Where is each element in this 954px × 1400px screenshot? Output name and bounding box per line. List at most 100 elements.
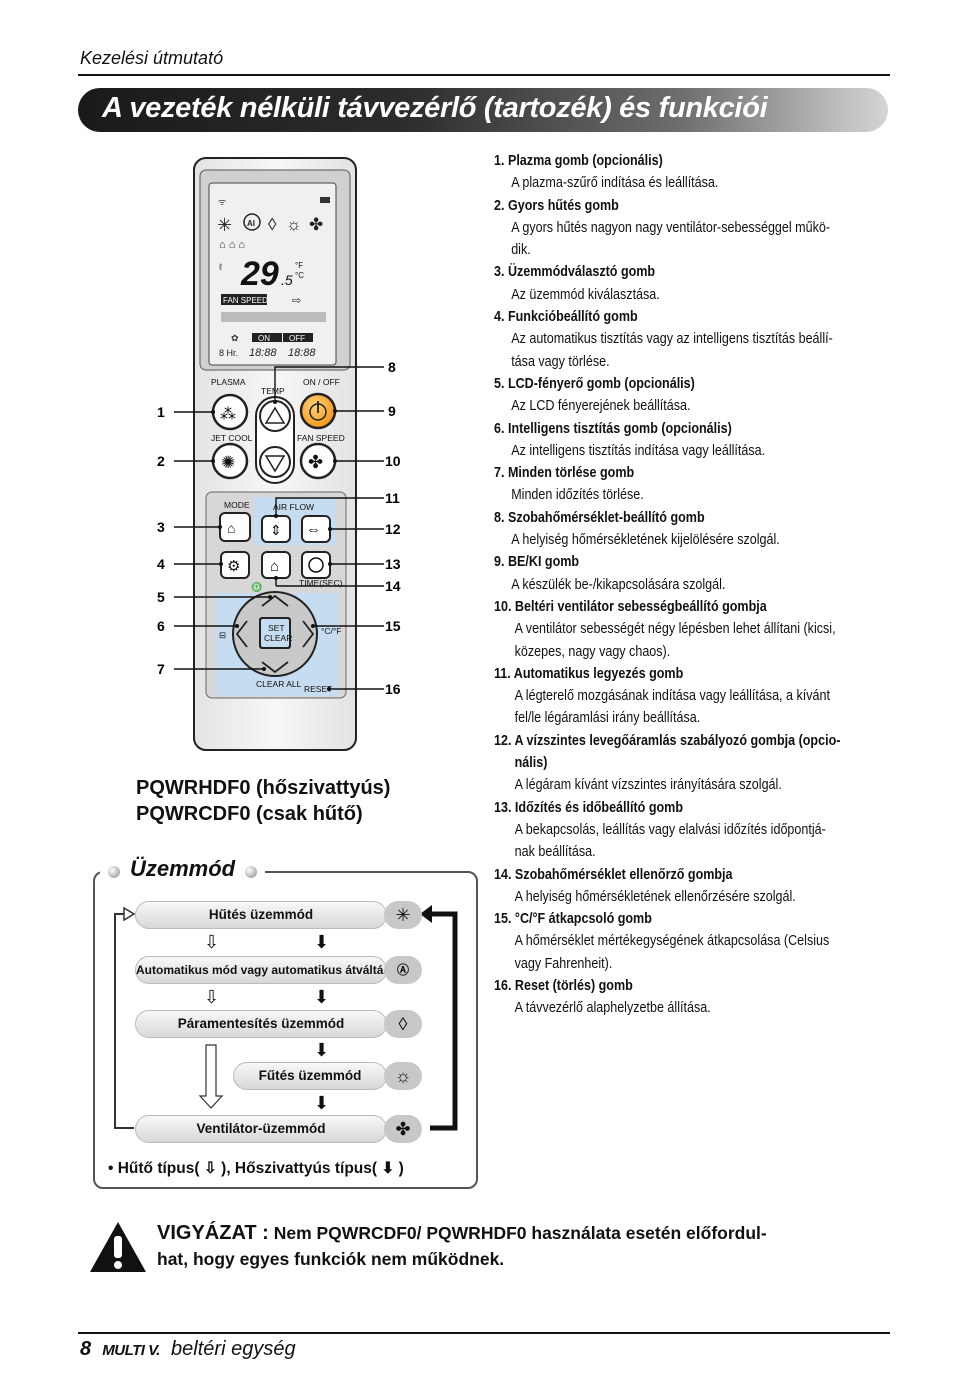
top-rule	[78, 74, 890, 76]
svg-text:FAN SPEED: FAN SPEED	[223, 296, 268, 305]
svg-text:✳: ✳	[217, 215, 232, 235]
timer-button[interactable]	[301, 551, 331, 579]
svg-text:AIR FLOW: AIR FLOW	[273, 502, 314, 512]
bottom-rule	[78, 1332, 890, 1334]
function-item-description: A plazma-szűrő indítása és leállítása.	[511, 175, 719, 192]
svg-text:ON / OFF: ON / OFF	[303, 377, 340, 387]
callout-9: 9	[388, 403, 396, 419]
temp-up-button[interactable]	[259, 400, 291, 432]
svg-text:°F: °F	[295, 261, 303, 270]
warning-text: VIGYÁZAT : Nem PQWRCDF0/ PQWRHDF0 haszná…	[157, 1222, 767, 1269]
mode-section-title: Üzemmód	[130, 856, 236, 881]
function-item-description: A légáram kívánt vízszintes irányítására…	[514, 777, 782, 794]
svg-text:♎: ♎	[251, 581, 262, 592]
function-item-description: Minden időzítés törlése.	[511, 487, 644, 504]
page-number: 8	[80, 1338, 92, 1360]
function-item-title: 9. BE/KI gomb	[494, 554, 580, 571]
mode-auto: Automatikus mód vagy automatikus átváltá…	[135, 956, 390, 984]
function-item-description: nak beállítása.	[514, 844, 596, 861]
filled-arrow-icon: ⬇	[314, 987, 330, 1007]
mode-flow-arrows	[114, 905, 458, 1131]
svg-text:✤: ✤	[308, 452, 323, 472]
svg-text:CLEAR: CLEAR	[264, 633, 292, 643]
function-item-description: Az üzemmód kiválasztása.	[511, 286, 660, 303]
function-item: 10. Beltéri ventilátor sebességbeállító …	[494, 596, 894, 663]
callout-2: 2	[157, 453, 165, 469]
callout-12: 12	[385, 521, 401, 537]
function-item-description: A gyors hűtés nagyon nagy ventilátor-seb…	[511, 219, 831, 236]
model-line-1: PQWRHDF0 (hőszivattyús)	[136, 777, 391, 799]
svg-text:TEMP: TEMP	[261, 386, 285, 396]
svg-text:◊: ◊	[268, 215, 277, 234]
function-item-description: fel/le légáramlási irány beállítása.	[514, 710, 701, 727]
function-item-title: 1. Plazma gomb (opcionális)	[494, 153, 663, 169]
callout-5: 5	[157, 589, 165, 605]
function-item: 5. LCD-fényerő gomb (opcionális)Az LCD f…	[494, 373, 894, 418]
mode-panel	[93, 871, 478, 1189]
svg-text:⌂ ⌂ ⌂: ⌂ ⌂ ⌂	[219, 239, 245, 251]
function-item: 6. Intelligens tisztítás gomb (opcionáli…	[494, 418, 894, 463]
title-banner	[78, 88, 888, 132]
function-item-title: 10. Beltéri ventilátor sebességbeállító …	[494, 598, 767, 615]
callout-10: 10	[385, 453, 401, 469]
mode-type-note: • Hűtő típus( ⇩ ), Hőszivattyús típus( ⬇…	[108, 1160, 404, 1177]
function-item-description: Az LCD fényerejének beállítása.	[511, 398, 691, 415]
remote-control-illustration: ᯤ ✳ AI ◊ ☼ ✤ ⌂ ⌂ ⌂ ℓ 29 .5 °F °C FAN SPE…	[157, 157, 401, 751]
callout-7: 7	[157, 661, 165, 677]
filled-arrow-icon: ⬇	[381, 1160, 395, 1177]
svg-text:RESET: RESET	[304, 684, 332, 694]
open-arrow-icon: ⇩	[204, 932, 220, 952]
page-footer: 8 MULTI V. beltéri egység	[80, 1338, 296, 1360]
filled-arrow-icon: ⬇	[314, 932, 330, 952]
svg-text:☼: ☼	[286, 215, 302, 234]
svg-text:⌂: ⌂	[227, 520, 235, 536]
svg-text:MODE: MODE	[224, 500, 250, 510]
temp-down-button[interactable]	[259, 446, 291, 478]
svg-text:✺: ✺	[221, 453, 235, 472]
function-item-title: 16. Reset (törlés) gomb	[494, 977, 633, 994]
svg-text:JET COOL: JET COOL	[211, 433, 253, 443]
fan-icon: ✤	[384, 1115, 422, 1143]
svg-text:ᯤ: ᯤ	[218, 197, 226, 207]
svg-text:⁂: ⁂	[220, 406, 236, 423]
lcd-temperature: 29	[240, 255, 279, 293]
droplet-icon: ◊	[384, 1010, 422, 1038]
svg-text:°C: °C	[295, 271, 304, 280]
svg-text:TIME(SEC): TIME(SEC)	[299, 578, 343, 588]
function-item-title: 8. Szobahőmérséklet-beállító gomb	[494, 509, 705, 526]
function-item-title: 15. °C/°F átkapcsoló gomb	[494, 911, 652, 928]
open-arrow-icon: ⇩	[204, 987, 220, 1007]
svg-text:PLASMA: PLASMA	[211, 377, 246, 387]
function-item-title: 14. Szobahőmérséklet ellenőrző gombja	[494, 866, 733, 883]
callout-11: 11	[385, 490, 400, 506]
function-item-title: 11. Automatikus legyezés gomb	[494, 665, 684, 682]
svg-text:⚙: ⚙	[227, 558, 240, 575]
function-item-description: tása vagy törlése.	[511, 353, 610, 370]
function-item: 11. Automatikus legyezés gomb A légterelő…	[494, 663, 894, 730]
model-line-2: PQWRCDF0 (csak hűtő)	[136, 803, 363, 825]
callout-4: 4	[157, 556, 165, 572]
svg-text:ℓ: ℓ	[219, 262, 223, 272]
function-item-description: A ventilátor sebességét négy lépésben le…	[514, 621, 836, 638]
filled-arrow-icon: ⬇	[314, 1040, 330, 1060]
function-item-description: A légterelő mozgásának indítása vagy leá…	[514, 688, 830, 705]
svg-text:18:88: 18:88	[249, 347, 277, 359]
function-item-title: 4. Funkcióbeállító gomb	[494, 309, 638, 326]
snowflake-icon: ✳	[384, 901, 422, 929]
svg-text:.5: .5	[281, 272, 293, 288]
function-item-title: 2. Gyors hűtés gomb	[494, 197, 619, 214]
function-item-title: 7. Minden törlése gomb	[494, 465, 635, 482]
mode-fan: Ventilátor-üzemmód	[135, 1115, 387, 1143]
function-item: 1. Plazma gomb (opcionális) A plazma-szűr…	[494, 150, 894, 195]
bullet-dot	[245, 866, 257, 878]
open-arrow-icon: ⇩	[203, 1160, 217, 1177]
callout-6: 6	[157, 618, 165, 634]
function-item-description: dik.	[511, 242, 531, 259]
